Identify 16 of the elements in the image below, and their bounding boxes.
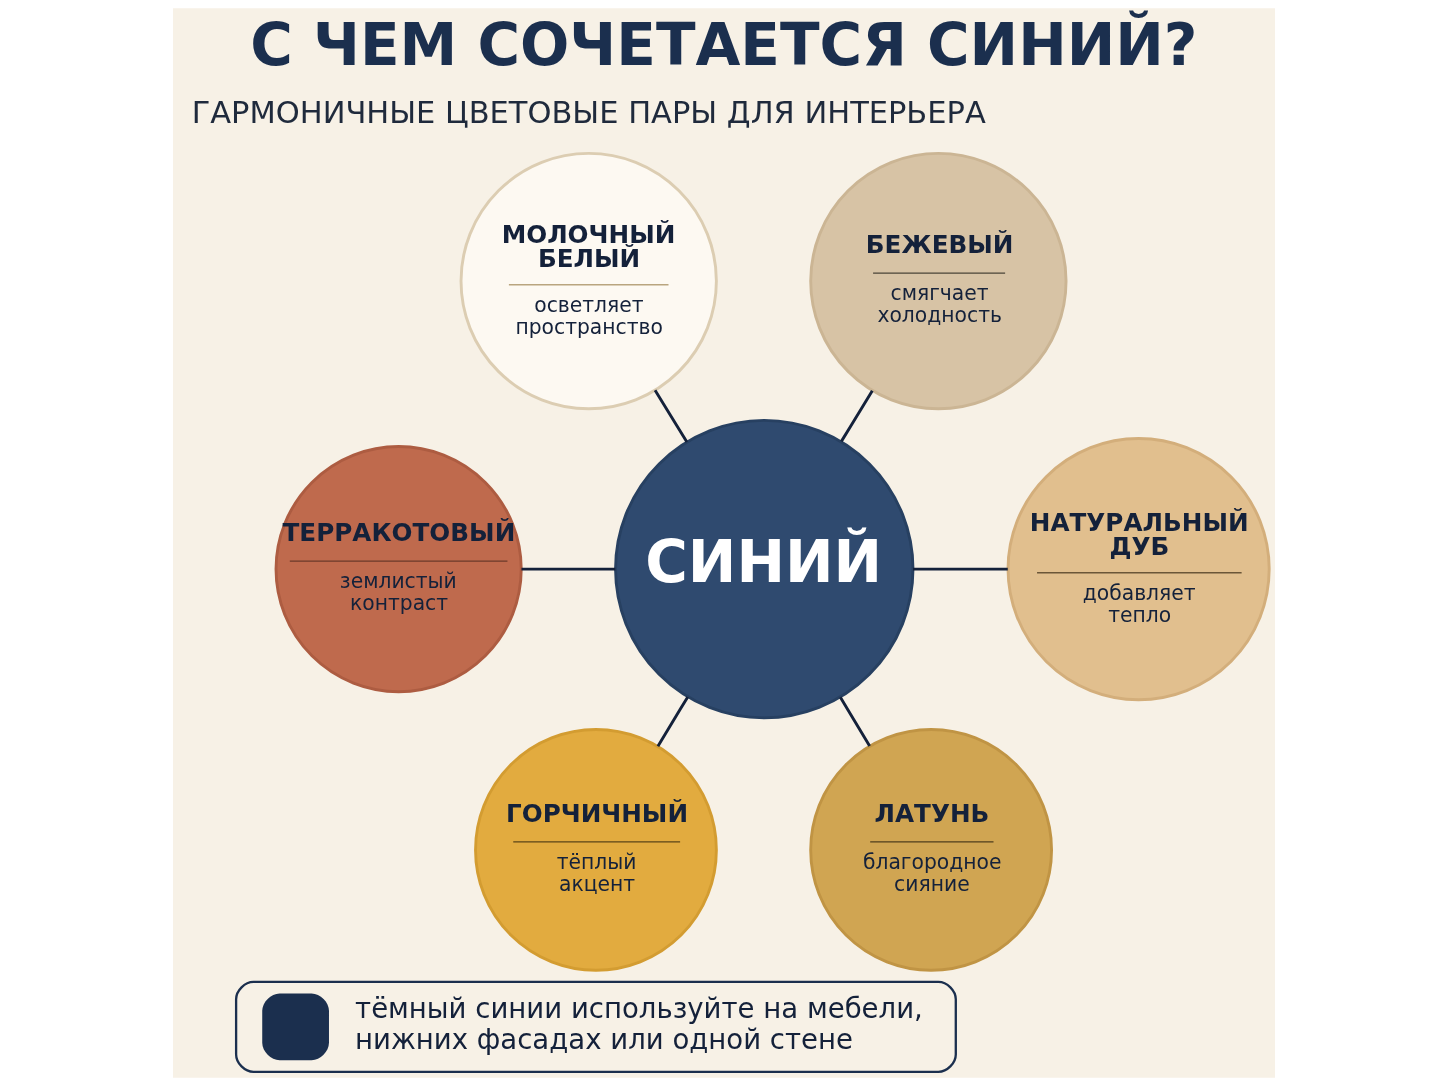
connector [656,696,689,747]
connector [913,567,1008,571]
label: ГАРМОНИЧНЫЕ ЦВЕТОВЫЕ ПАРЫ ДЛЯ ИНТЕРЬЕРА [191,95,986,131]
node-circle: МОЛОЧНЫЙ БЕЛЫЙ осветляет пространство [459,151,718,411]
connector [653,389,689,443]
node-circle: ГОРЧИЧНЫЙ тёплый акцент [474,728,718,972]
connector [521,567,616,571]
node-box: тёмный синии используйте на мебели, нижних фасадах или одной стене [234,980,957,1074]
node-circle: СИНИЙ [614,418,915,720]
connector [840,390,874,443]
node-circle: ЛАТУНЬ благородное сияние [809,728,1053,972]
diagram-title: С ЧЕМ СОЧЕТАЕТСЯ СИНИЙ? [250,10,1198,79]
connector [839,696,871,747]
node-circle: БЕЖЕВЫЙ смягчает холодность [809,151,1068,411]
node-circle: ТЕРРАКОТОВЫЙ землистый контраст [274,445,523,694]
node-circle: НАТУРАЛЬНЫЙ ДУБ добавляет тепло [1006,437,1271,702]
